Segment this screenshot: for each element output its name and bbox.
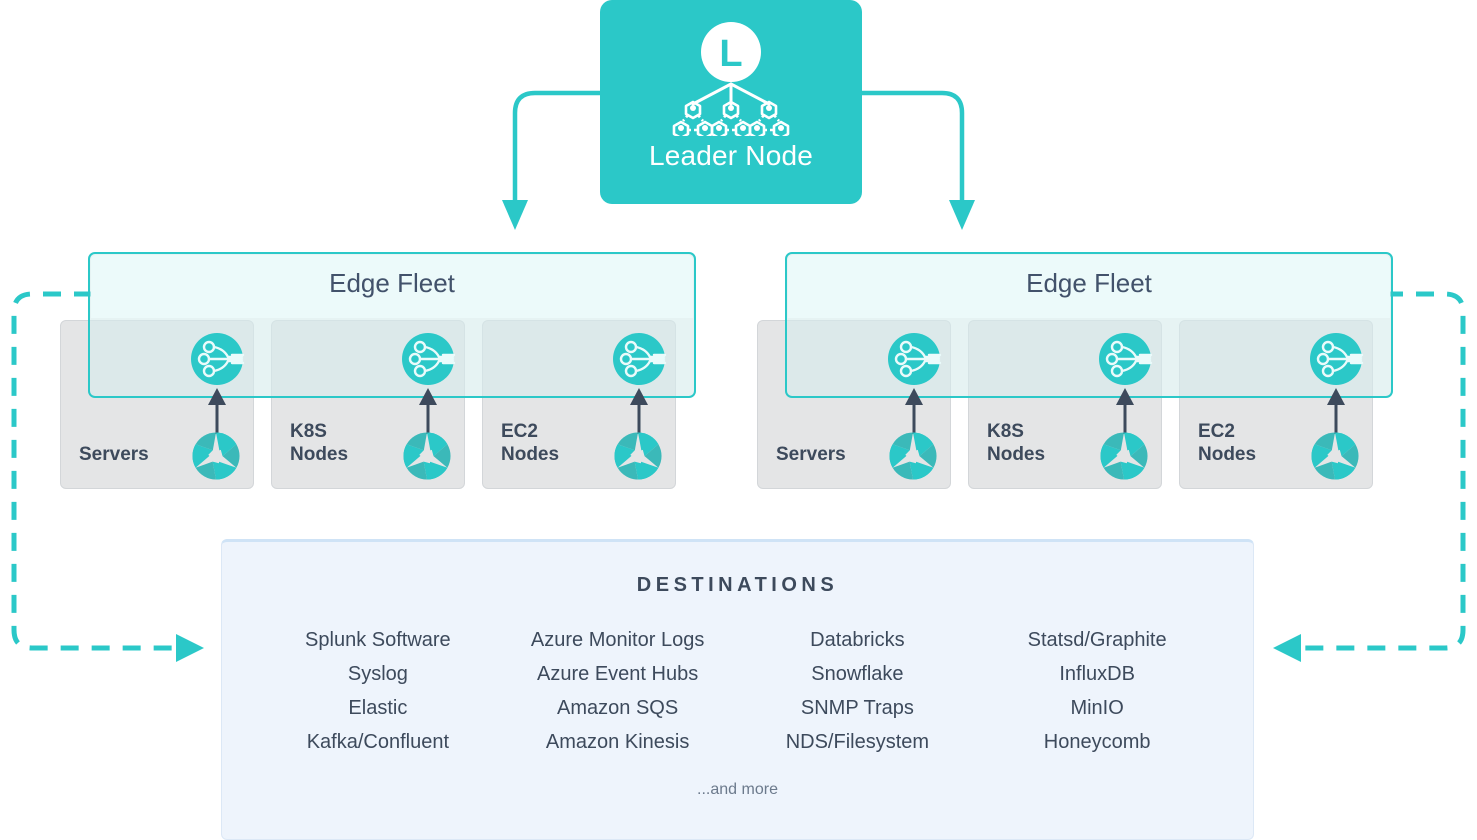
edge-fleet-upper-band-right	[788, 255, 1390, 318]
source-to-edge-arrow	[1116, 388, 1134, 434]
source-label: EC2 Nodes	[1198, 420, 1257, 465]
source-label: EC2 Nodes	[501, 420, 560, 465]
destination-item[interactable]: Kafka/Confluent	[306, 731, 450, 753]
destination-item[interactable]: Amazon SQS	[557, 697, 679, 719]
destinations-grid: Splunk Software Syslog Elastic Kafka/Con…	[222, 623, 1253, 759]
leader-node-label: Leader Node	[648, 140, 814, 171]
destination-item[interactable]: Azure Monitor Logs	[530, 629, 705, 651]
leader-badge-letter: L	[719, 33, 742, 75]
edge-fleet-title-left-overlay: Edge Fleet	[329, 268, 455, 298]
destinations-title: DESTINATIONS	[636, 574, 839, 596]
edge-node-chip-icon	[191, 333, 245, 385]
aperture-icon	[1311, 432, 1359, 480]
destinations-column: Azure Monitor Logs Azure Event Hubs Amaz…	[498, 623, 738, 759]
edge-node-chip-icon	[1099, 333, 1153, 385]
aperture-icon	[614, 432, 662, 480]
edge-node-chip-icon	[613, 333, 667, 385]
destinations-panel[interactable]: DESTINATIONS Splunk Software Syslog Elas…	[221, 539, 1254, 840]
destination-item[interactable]: Azure Event Hubs	[537, 663, 699, 685]
source-label: Servers	[79, 443, 149, 465]
aperture-icon	[403, 432, 451, 480]
source-label: K8S Nodes	[987, 420, 1046, 465]
destination-item[interactable]: Databricks	[810, 629, 905, 651]
destination-item[interactable]: Snowflake	[811, 663, 904, 685]
destination-item[interactable]: Statsd/Graphite	[1027, 629, 1167, 651]
edge-node-chip-icon	[888, 333, 942, 385]
source-label: K8S Nodes	[290, 420, 349, 465]
source-to-edge-arrow	[905, 388, 923, 434]
source-to-edge-arrow	[630, 388, 648, 434]
edge-node-chip-icon	[1310, 333, 1364, 385]
aperture-icon	[889, 432, 937, 480]
leader-node-card[interactable]: L	[600, 0, 862, 204]
and-more-label: ...and more	[697, 781, 778, 798]
aperture-icon	[1100, 432, 1148, 480]
source-to-edge-arrow	[419, 388, 437, 434]
edge-fleet-title-right-overlay: Edge Fleet	[1026, 268, 1152, 298]
destinations-column: Databricks Snowflake SNMP Traps NDS/File…	[738, 623, 978, 759]
destinations-column: Statsd/Graphite InfluxDB MinIO Honeycomb	[977, 623, 1217, 759]
destination-item[interactable]: Amazon Kinesis	[545, 731, 690, 753]
source-to-edge-arrow	[208, 388, 226, 434]
destinations-column: Splunk Software Syslog Elastic Kafka/Con…	[258, 623, 498, 759]
destination-item[interactable]: MinIO	[1070, 697, 1124, 719]
aperture-icon	[192, 432, 240, 480]
destination-item[interactable]: InfluxDB	[1059, 663, 1135, 685]
edge-node-chip-icon	[402, 333, 456, 385]
destination-item[interactable]: Splunk Software	[305, 629, 451, 651]
destination-item[interactable]: SNMP Traps	[800, 697, 914, 719]
leader-node-cluster-icon: L	[672, 22, 790, 136]
source-label: Servers	[776, 443, 846, 465]
destination-item[interactable]: Honeycomb	[1043, 731, 1151, 753]
leader-to-right-fleet-connector	[852, 90, 975, 230]
destination-item[interactable]: Syslog	[347, 663, 408, 685]
edge-fleet-upper-band-left	[91, 255, 693, 318]
destination-item[interactable]: Elastic	[348, 697, 408, 719]
destination-item[interactable]: NDS/Filesystem	[785, 731, 930, 753]
